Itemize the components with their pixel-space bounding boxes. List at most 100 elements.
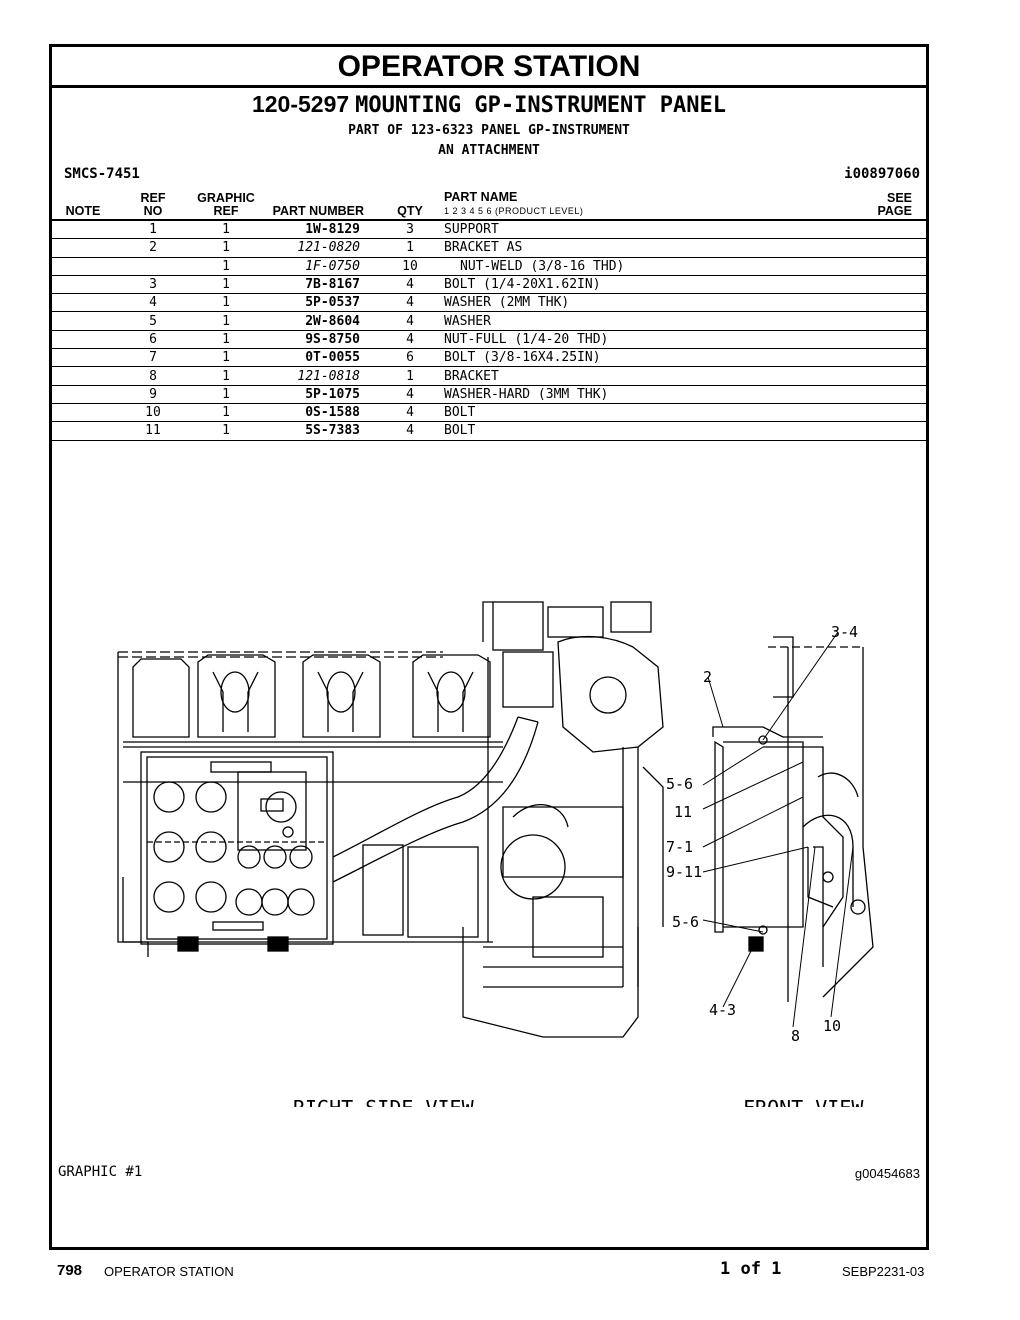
- footer-page-number: 798: [57, 1262, 83, 1279]
- see-page-cell: [838, 330, 928, 350]
- graphic-ref-cell: 1: [192, 421, 260, 441]
- ref-no-cell: 8: [114, 366, 192, 386]
- right-side-view-label: RIGHT SIDE VIEW: [293, 1096, 475, 1107]
- part-number-cell: 5S-7383: [260, 421, 382, 441]
- part-number-cell: 9S-8750: [260, 330, 382, 350]
- note-cell: [52, 311, 114, 331]
- part-number-cell: 121-0820: [260, 238, 382, 258]
- note-cell: [52, 366, 114, 386]
- part-number-cell: 0T-0055: [260, 348, 382, 368]
- graphic-ref-cell: 1: [192, 293, 260, 313]
- graphic-id: g00454683: [854, 1166, 920, 1181]
- ref-no-cell: 3: [114, 275, 192, 295]
- see-page-cell: [838, 293, 928, 313]
- group-name: MOUNTING GP-INSTRUMENT PANEL: [355, 93, 727, 118]
- footer-doc-id: SEBP2231-03: [842, 1264, 925, 1279]
- attachment-note: AN ATTACHMENT: [438, 143, 540, 158]
- qty-cell: 4: [382, 403, 438, 423]
- part-name-cell: BOLT (3/8-16X4.25IN): [438, 348, 838, 368]
- callout-9-11: 9-11: [666, 863, 702, 881]
- qty-cell: 1: [382, 366, 438, 386]
- note-cell: [52, 421, 114, 441]
- part-number-cell: 121-0818: [260, 366, 382, 386]
- qty-cell: 6: [382, 348, 438, 368]
- graphic-ref-cell: 1: [192, 275, 260, 295]
- note-cell: [52, 238, 114, 258]
- part-number-cell: 7B-8167: [260, 275, 382, 295]
- note-cell: [52, 275, 114, 295]
- qty-cell: 4: [382, 275, 438, 295]
- product-level-label: 1 2 3 4 5 6 (PRODUCT LEVEL): [444, 206, 584, 216]
- qty-cell: 4: [382, 385, 438, 404]
- part-of-line: PART OF 123-6323 PANEL GP-INSTRUMENT: [348, 123, 630, 138]
- part-number-cell: 2W-8604: [260, 311, 382, 331]
- part-name-cell: BRACKET AS: [438, 238, 838, 258]
- col-part-number: PART NUMBER: [260, 191, 382, 221]
- callout-4-3: 4-3: [709, 1001, 736, 1019]
- callout-5-6-lower: 5-6: [672, 913, 699, 931]
- graphic-ref-cell: 1: [192, 348, 260, 368]
- qty-cell: 4: [382, 311, 438, 331]
- qty-cell: 3: [382, 220, 438, 240]
- see-page-cell: [838, 421, 928, 441]
- qty-cell: 1: [382, 238, 438, 258]
- callout-8: 8: [791, 1027, 800, 1045]
- graphic-ref-cell: 1: [192, 238, 260, 258]
- ref-no-cell: 9: [114, 385, 192, 404]
- callout-10: 10: [823, 1017, 841, 1035]
- part-name-cell: BOLT (1/4-20X1.62IN): [438, 275, 838, 295]
- part-name-cell: BRACKET: [438, 366, 838, 386]
- see-page-cell: [838, 220, 928, 240]
- part-name-cell: SUPPORT: [438, 220, 838, 240]
- see-page-cell: [838, 238, 928, 258]
- smcs-code: SMCS-7451: [64, 166, 140, 182]
- see-page-cell: [838, 275, 928, 295]
- graphic-ref-cell: 1: [192, 403, 260, 423]
- ref-no-cell: 4: [114, 293, 192, 313]
- qty-cell: 4: [382, 293, 438, 313]
- ref-no-cell: 1: [114, 220, 192, 240]
- note-cell: [52, 293, 114, 313]
- graphic-ref-cell: 1: [192, 330, 260, 350]
- note-cell: [52, 385, 114, 404]
- note-cell: [52, 220, 114, 240]
- illustration-id: i00897060: [844, 166, 920, 182]
- graphic-label: GRAPHIC #1: [58, 1164, 143, 1180]
- part-number-cell: 0S-1588: [260, 403, 382, 423]
- graphic-ref-cell: 1: [192, 257, 260, 276]
- col-qty: QTY: [382, 191, 438, 221]
- see-page-cell: [838, 311, 928, 331]
- graphic-ref-cell: 1: [192, 220, 260, 240]
- part-number-cell: 1W-8129: [260, 220, 382, 240]
- part-name-cell: BOLT: [438, 421, 838, 441]
- section-title: OPERATOR STATION: [52, 47, 926, 88]
- note-cell: [52, 403, 114, 423]
- ref-no-cell: 2: [114, 238, 192, 258]
- see-page-cell: [838, 403, 928, 423]
- graphic-ref-cell: 1: [192, 366, 260, 386]
- ref-no-cell: 11: [114, 421, 192, 441]
- part-number-cell: 5P-0537: [260, 293, 382, 313]
- footer-section: OPERATOR STATION: [104, 1264, 234, 1279]
- group-number: 120-5297: [251, 91, 350, 117]
- see-page-cell: [838, 385, 928, 404]
- part-name-cell: BOLT: [438, 403, 838, 423]
- see-page-cell: [838, 366, 928, 386]
- col-note: NOTE: [52, 191, 114, 221]
- note-cell: [52, 348, 114, 368]
- ref-no-cell: 5: [114, 311, 192, 331]
